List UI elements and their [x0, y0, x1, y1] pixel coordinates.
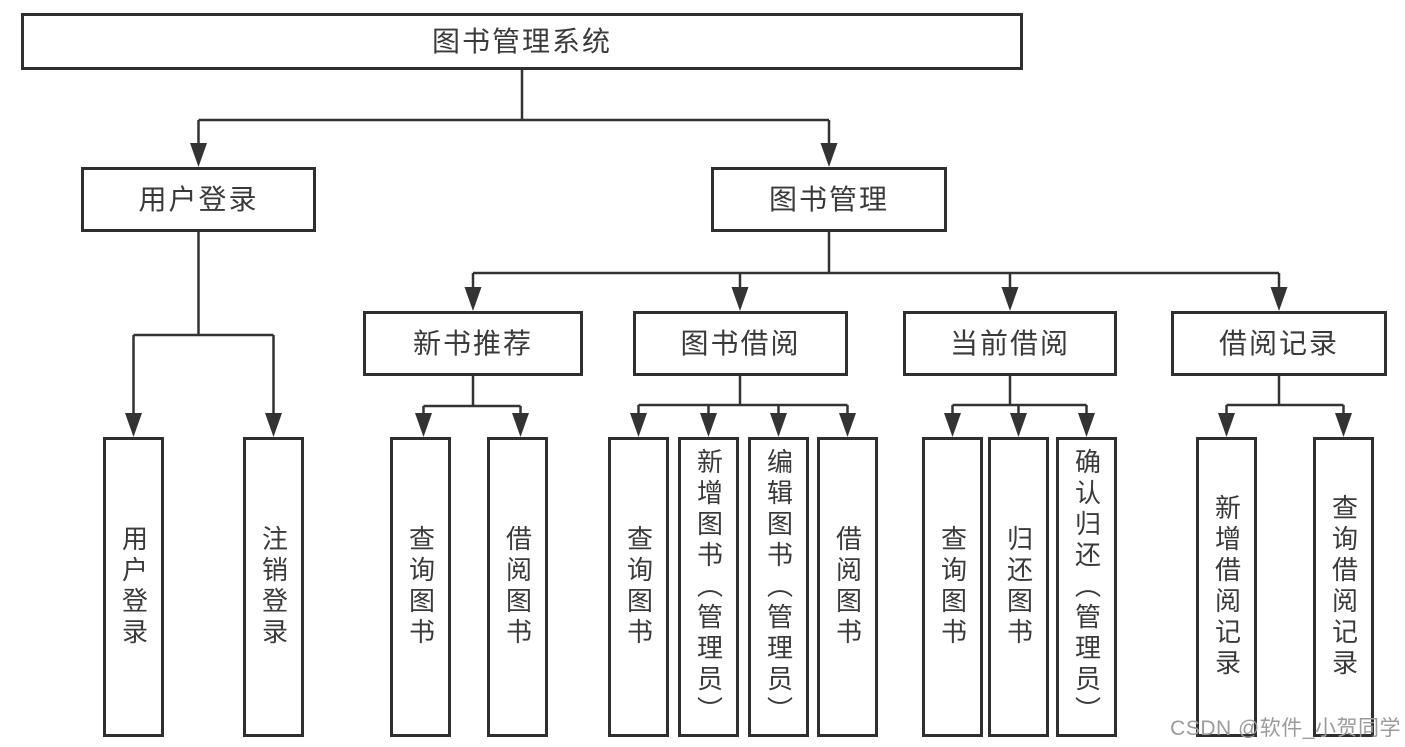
- node-root-library-system: 图书管理系统: [21, 13, 1023, 70]
- node-book-borrowing: 图书借阅: [633, 311, 848, 376]
- node-leaf-query-books-2: 查询图书: [608, 437, 669, 737]
- node-leaf-user-login: 用户登录: [103, 437, 164, 737]
- node-leaf-query-books-3: 查询图书: [922, 437, 983, 737]
- node-user-login: 用户登录: [81, 167, 316, 232]
- node-leaf-logout: 注销登录: [243, 437, 304, 737]
- node-leaf-add-borrow-record: 新增借阅记录: [1196, 437, 1257, 737]
- node-leaf-return-books: 归还图书: [988, 437, 1049, 737]
- csdn-watermark: CSDN @软件_小贺同学: [1170, 717, 1401, 740]
- node-new-book-recommend: 新书推荐: [363, 311, 583, 376]
- node-leaf-query-books-1: 查询图书: [390, 437, 451, 737]
- node-leaf-edit-books-admin: 编辑图书（管理员）: [748, 437, 809, 737]
- node-leaf-borrow-books-2: 借阅图书: [817, 437, 878, 737]
- node-leaf-add-books-admin: 新增图书（管理员）: [678, 437, 739, 737]
- node-leaf-query-borrow-record: 查询借阅记录: [1313, 437, 1374, 737]
- node-leaf-confirm-return-admin: 确认归还（管理员）: [1056, 437, 1117, 737]
- node-book-management: 图书管理: [711, 167, 947, 232]
- node-current-borrowing: 当前借阅: [903, 311, 1117, 376]
- node-borrowing-records: 借阅记录: [1171, 311, 1387, 376]
- node-leaf-borrow-books-1: 借阅图书: [487, 437, 548, 737]
